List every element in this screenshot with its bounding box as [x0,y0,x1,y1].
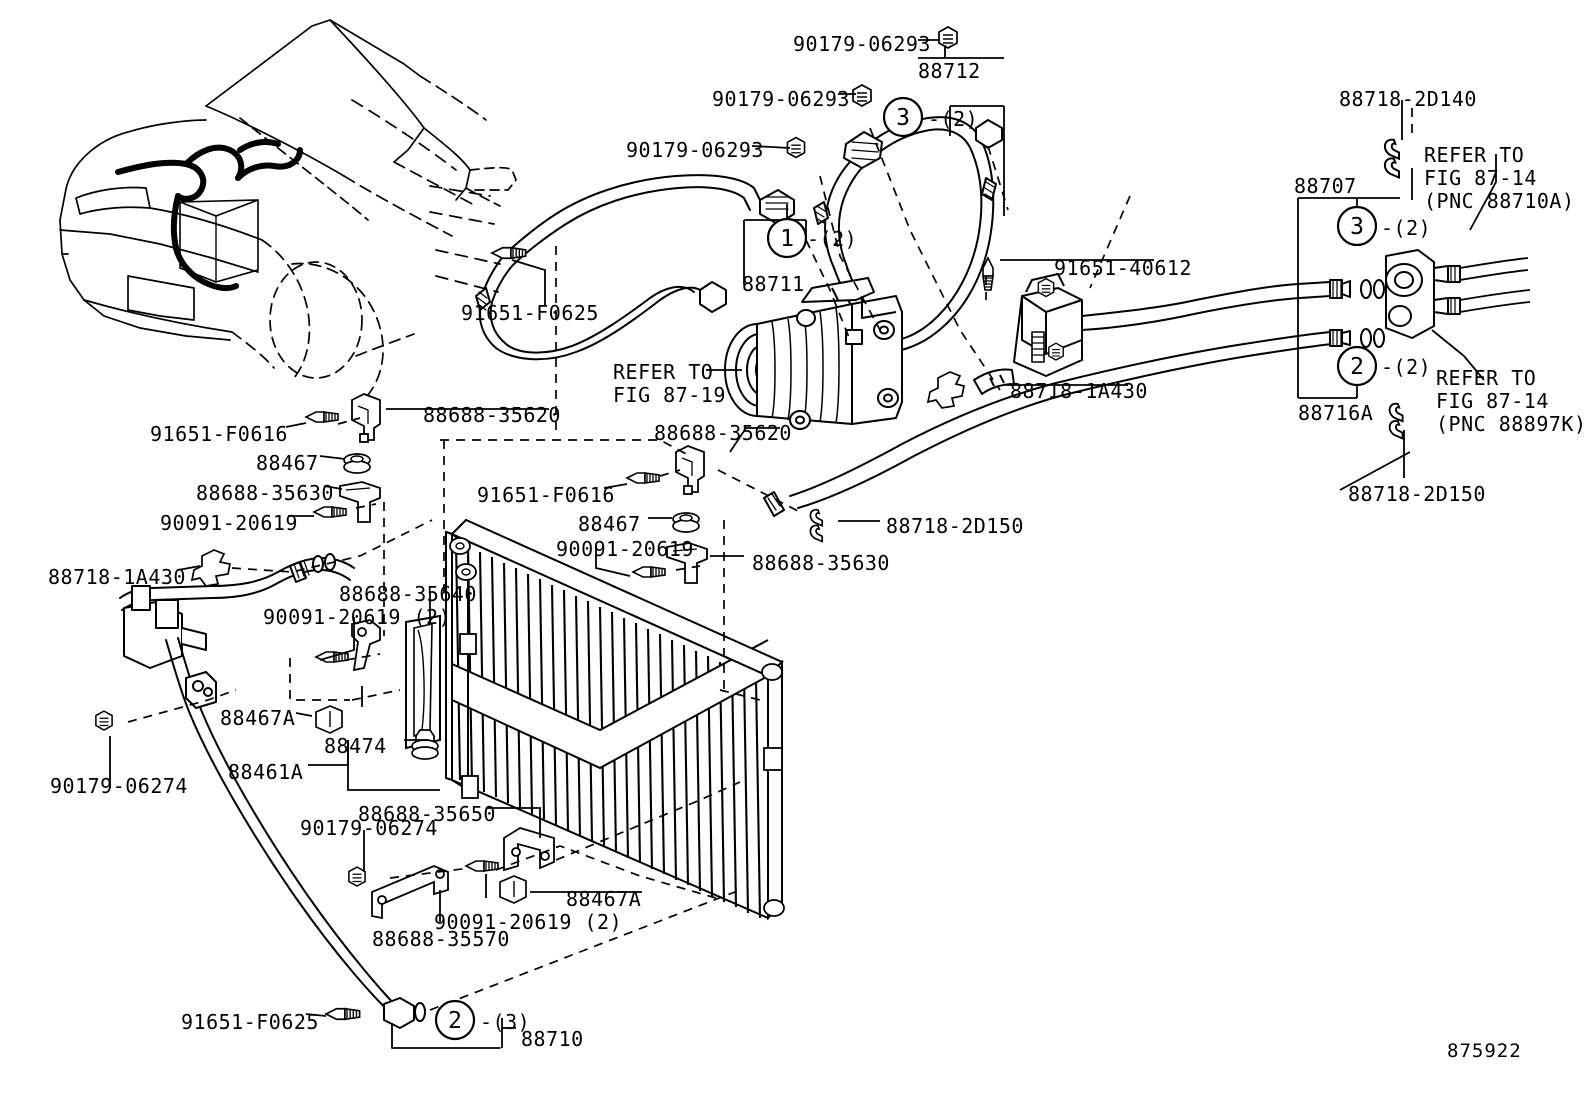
part-label-88718-1a430: 88718-1A430 [1010,379,1148,403]
part-label-88710: 88710 [521,1027,584,1051]
part-label-91651-f0616: 91651-F0616 [477,483,615,507]
callout-number: 1 [780,226,794,252]
part-label-88707: 88707 [1294,174,1357,198]
figure-number: 875922 [1447,1040,1522,1062]
part-label-91651-f0625: 91651-F0625 [461,301,599,325]
part-label-refer-to: REFER TO FIG 87-14 (PNC 88710A) [1424,143,1575,213]
part-label--2-: -(2) [1381,216,1432,240]
part-label-88474: 88474 [324,734,387,758]
part-label-88688-35570: 88688-35570 [372,927,510,951]
part-label-91651-f0625: 91651-F0625 [181,1010,319,1034]
clamp-88718-2D150-center [809,508,824,543]
part-label-88467: 88467 [578,512,641,536]
cushion-88467A-upper [315,705,343,734]
part-label-91651-f0616: 91651-F0616 [150,422,288,446]
liquid-tube-88716A [763,328,1385,517]
part-label-refer-to: REFER TO FIG 87-14 (PNC 88897K) [1436,366,1587,436]
part-label--2-: -(2) [1381,355,1432,379]
discharge-hose-88711 [475,174,795,361]
part-label-90179-06274: 90179-06274 [300,816,438,840]
bracket-88688-35620-center [675,445,705,495]
callout-circle-3: 3 [1336,205,1378,247]
callout-circle-group: 1 3 3 2 2 [434,96,1378,1041]
clamp-88718-1A430-right [926,371,965,409]
callout-circle-1: 1 [766,217,808,259]
callout-number: 2 [1350,354,1364,380]
part-label-90091-20619-2-: 90091-20619 (2) [434,910,623,934]
clamp-88718-1A430-left [190,549,232,587]
assembly-dashed-lines [127,108,1413,1011]
part-label-88718-2d140: 88718-2D140 [1339,87,1477,111]
part-label--3-: -(3) [480,1010,531,1034]
part-label-88467a: 88467A [220,706,296,730]
part-label--2-: -(2) [928,107,979,131]
cushion-88467A-lower [499,875,527,904]
part-label-90091-20619-2-: 90091-20619 (2) [263,605,452,629]
part-label-90091-20619: 90091-20619 [160,511,298,535]
part-label-88688-35640: 88688-35640 [339,582,477,606]
callout-circle-2: 2 [434,999,476,1041]
part-label--2-: -(2) [807,227,858,251]
part-label-88688-35620: 88688-35620 [654,421,792,445]
part-label-88718-2d150: 88718-2D150 [1348,482,1486,506]
callout-circle-3: 3 [882,96,924,138]
clamp-88718-2D150-right [1388,402,1404,440]
part-label-refer-to: REFER TO FIG 87-19 [613,360,726,407]
tube-coupler-block [1385,249,1531,339]
part-label-88467: 88467 [256,451,319,475]
callout-number: 3 [896,105,910,131]
clamp-88718-2D140 [1383,138,1400,179]
compressor [724,277,903,430]
part-label-90179-06293: 90179-06293 [712,87,850,111]
hardware-icons [95,26,994,1021]
part-label-88688-35620: 88688-35620 [423,403,561,427]
callout-number: 2 [448,1008,462,1034]
vehicle-illustration [59,19,517,413]
part-label-88467a: 88467A [566,887,642,911]
callout-circle-2: 2 [1336,345,1378,387]
part-label-88688-35630: 88688-35630 [752,551,890,575]
bracket-88688-35650 [503,827,555,872]
part-label-88711: 88711 [742,272,805,296]
part-label-90179-06274: 90179-06274 [50,774,188,798]
tube-88707 [1081,279,1385,331]
tube-88710 [119,553,501,1049]
part-label-88688-35650: 88688-35650 [358,802,496,826]
bracket-88688-35620-left [351,393,381,443]
part-label-88688-35630: 88688-35630 [196,481,334,505]
condenser [405,518,785,921]
part-label-88461a: 88461A [228,760,304,784]
bracket-88688-35570 [371,865,449,920]
bracket-88688-35630-left [339,481,381,523]
part-label-88718-2d150: 88718-2D150 [886,514,1024,538]
part-label-90091-20619: 90091-20619 [556,537,694,561]
part-label-90179-06293: 90179-06293 [626,138,764,162]
callout-number: 3 [1350,214,1364,240]
part-label-90179-06293: 90179-06293 [793,32,931,56]
part-label-88712: 88712 [918,59,981,83]
bracket-88688-35630-center [666,542,708,584]
bracket-88688-35640 [351,619,381,672]
part-label-88718-1a430: 88718-1A430 [48,565,186,589]
part-label-91651-40612: 91651-40612 [1054,256,1192,280]
part-label-88716a: 88716A [1298,401,1374,425]
leader-lines [109,39,1497,1048]
expansion-block-assembly [973,273,1083,395]
